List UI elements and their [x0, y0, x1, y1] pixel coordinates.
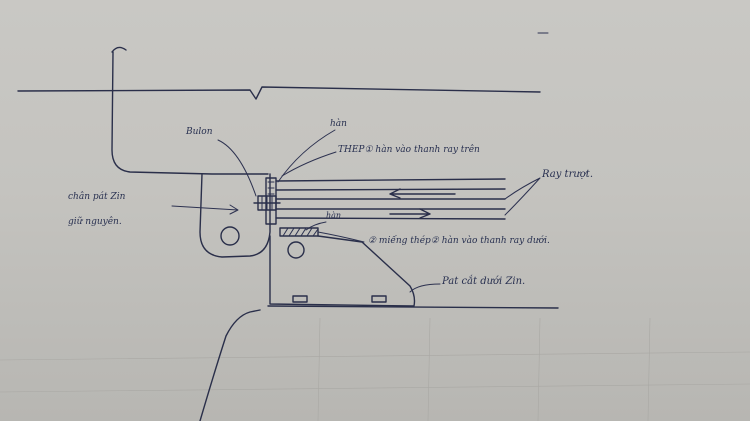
- label-chan-pat-line2: giữ nguyên.: [68, 217, 122, 227]
- leader-chan-pat: [171, 204, 239, 215]
- label-bulon: Bulon: [186, 127, 213, 137]
- leader-bulon: [217, 139, 257, 197]
- leader-han-bottom: [305, 221, 327, 231]
- label-ray-truot: Ray trượt.: [542, 169, 594, 180]
- steel-plate-1: [265, 177, 277, 225]
- leader-thep1: [281, 151, 337, 177]
- top-line: [17, 86, 541, 100]
- label-han-top: hàn: [330, 119, 347, 129]
- bracket-hole: [220, 226, 240, 246]
- leader-pat-cat: [409, 283, 441, 293]
- label-thep1: THEP① hàn vào thanh ray trên: [338, 145, 480, 155]
- cut-bracket-hole: [287, 241, 305, 259]
- label-mieng-thep2: ② miếng thép② hàn vào thanh ray dưới.: [368, 236, 550, 246]
- arrow-right: [389, 208, 431, 219]
- label-pat-cat: Pat cắt dưới Zin.: [442, 276, 526, 287]
- arrow-left: [389, 188, 456, 199]
- label-han-bottom: hàn: [326, 211, 342, 220]
- leader-han-top: [277, 129, 336, 183]
- leader-thep2: [317, 231, 365, 243]
- cut-bracket-slot-1: [292, 295, 308, 303]
- paper-grid: [0, 317, 750, 421]
- vehicle-outline: [111, 46, 269, 175]
- body-curve: [199, 309, 261, 421]
- leader-raytruot: [504, 177, 541, 216]
- cut-bracket: [269, 235, 416, 307]
- original-bracket: [199, 173, 271, 258]
- slide-rails: [275, 178, 506, 220]
- label-chan-pat-line1: chân pát Zin: [68, 192, 126, 202]
- cut-bracket-slot-2: [371, 295, 387, 303]
- floor-line: [267, 305, 559, 309]
